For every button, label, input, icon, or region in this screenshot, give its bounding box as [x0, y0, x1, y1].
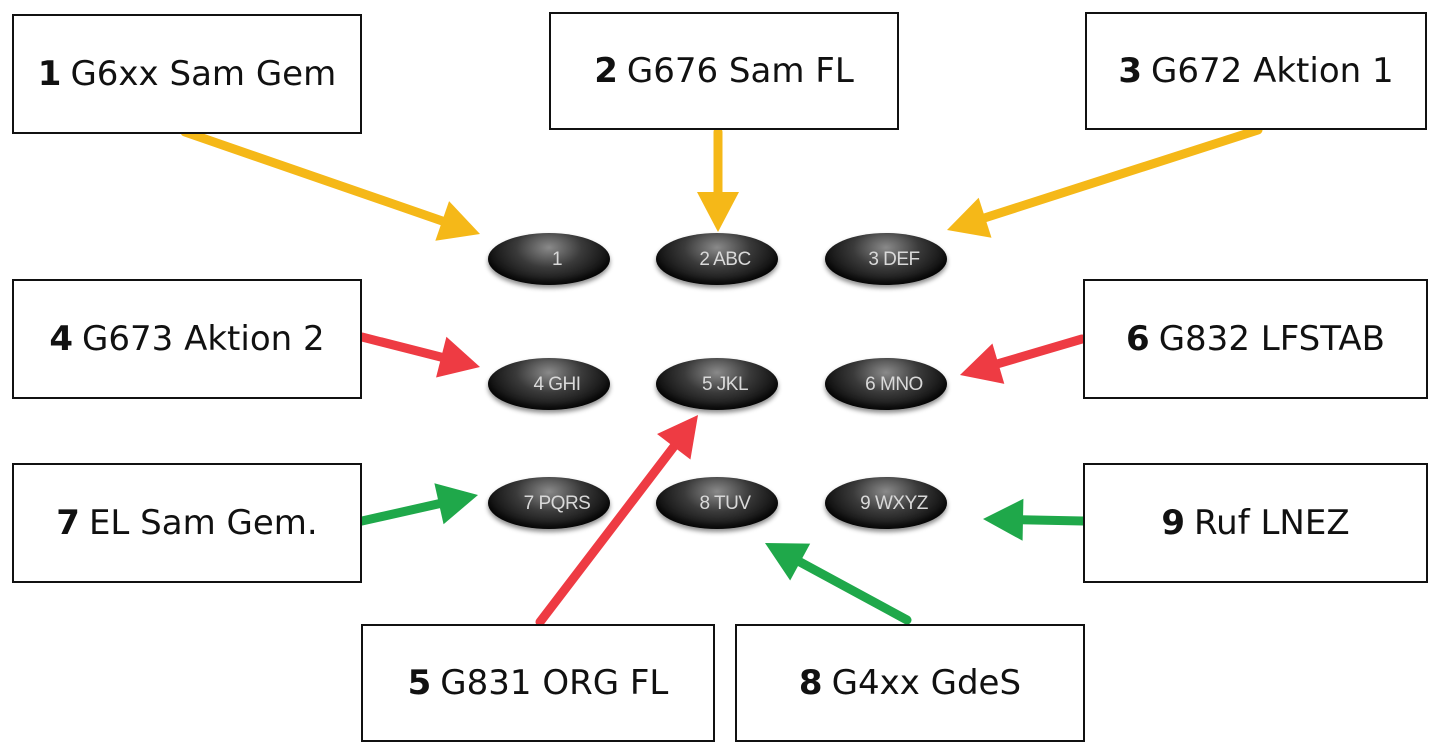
key-8-label: 8 TUV [699, 493, 751, 514]
arrow-7 [357, 483, 478, 526]
key-5[interactable]: 5 JKL [656, 358, 778, 410]
key-3[interactable]: 3 DEF [825, 233, 947, 285]
label-box-5-text: G831 ORG FL [440, 663, 669, 703]
key-6[interactable]: 6 MNO [825, 358, 947, 410]
arrow-3 [947, 125, 1263, 238]
label-box-2-text: G676 Sam FL [626, 51, 854, 91]
label-box-4-number: 4 [49, 319, 74, 359]
key-1-label: 1 [551, 249, 563, 270]
label-box-6-number: 6 [1126, 319, 1150, 359]
label-box-9-number: 9 [1161, 503, 1186, 543]
arrow-5 [535, 415, 698, 627]
label-box-3-number: 3 [1118, 51, 1143, 91]
label-box-8-number: 8 [798, 663, 823, 703]
label-box-6-text: G832 LFSTAB [1158, 319, 1385, 359]
label-box-2-number: 2 [594, 51, 618, 91]
arrow-4 [357, 332, 480, 378]
arrow-9 [983, 498, 1088, 541]
arrow-6 [960, 334, 1087, 384]
label-box-3-text: G672 Aktion 1 [1151, 51, 1394, 91]
label-box-1-text: G6xx Sam Gem [70, 54, 337, 94]
arrow-2 [697, 127, 739, 232]
label-box-1-number: 1 [37, 54, 62, 94]
key-7-label: 7 PQRS [523, 493, 591, 514]
label-box-7-number: 7 [56, 503, 80, 543]
label-box-5-number: 5 [407, 663, 432, 703]
arrow-8 [765, 543, 912, 625]
label-box-8-text: G4xx GdeS [831, 663, 1022, 703]
key-2[interactable]: 2 ABC [656, 233, 778, 285]
key-4[interactable]: 4 GHI [488, 358, 610, 410]
label-box-4-text: G673 Aktion 2 [82, 319, 325, 359]
label-box-9-text: Ruf LNEZ [1194, 503, 1350, 543]
key-6-label: 6 MNO [865, 374, 923, 395]
key-9-label: 9 WXYZ [860, 493, 928, 514]
key-9[interactable]: 9 WXYZ [825, 477, 947, 529]
key-5-label: 5 JKL [701, 374, 749, 395]
label-box-7-text: EL Sam Gem. [88, 503, 318, 543]
arrow-1 [180, 127, 480, 241]
key-4-label: 4 GHI [533, 374, 581, 395]
key-3-label: 3 DEF [868, 249, 920, 270]
key-8[interactable]: 8 TUV [656, 477, 778, 529]
key-2-label: 2 ABC [699, 249, 751, 270]
key-1[interactable]: 1 [488, 233, 610, 285]
key-7[interactable]: 7 PQRS [488, 477, 610, 529]
